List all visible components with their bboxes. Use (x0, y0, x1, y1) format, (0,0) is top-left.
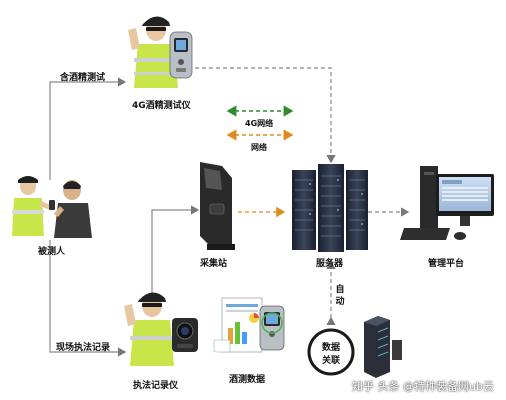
breath-test-label: 含酒精测试 (60, 73, 106, 83)
data-link-text-2: 关联 (321, 356, 340, 366)
collection-station-icon (200, 162, 235, 250)
line-tester-to-server (195, 67, 336, 164)
watermark: 知乎 头条 @特种装备网ub云 (352, 380, 494, 393)
data-link-node (307, 328, 355, 376)
subject-illustration (12, 176, 92, 238)
network-4g-label: 4G网络 (245, 119, 274, 128)
server-icon (292, 164, 368, 252)
management-platform-label: 管理平台 (428, 259, 465, 269)
network-label: 网络 (251, 143, 267, 152)
alcohol-tester-device-icon (169, 31, 193, 79)
data-link-text-1: 数据 (321, 343, 340, 353)
subject-label: 被测人 (38, 247, 66, 257)
alcohol-tester-label: 4G酒精测试仪 (132, 101, 191, 111)
management-platform-icon (400, 166, 494, 240)
server-label: 服务器 (316, 259, 344, 269)
body-camera-icon (172, 318, 198, 352)
collection-station-label: 采集站 (200, 259, 228, 269)
tester-officer-illustration (128, 16, 178, 88)
data-link-server-icon (364, 316, 402, 378)
recorder-label: 执法记录仪 (133, 381, 179, 391)
line-subject-to-recorder (49, 240, 127, 357)
recorder-officer-illustration (124, 292, 174, 366)
alcohol-data-label: 酒测数据 (229, 375, 266, 385)
auto-label: 自动 (335, 285, 345, 307)
line-recorder-to-station (151, 205, 200, 296)
field-record-label: 现场执法记录 (56, 343, 111, 353)
alcohol-data-icon (213, 297, 285, 353)
line-subject-to-tester (49, 77, 127, 180)
